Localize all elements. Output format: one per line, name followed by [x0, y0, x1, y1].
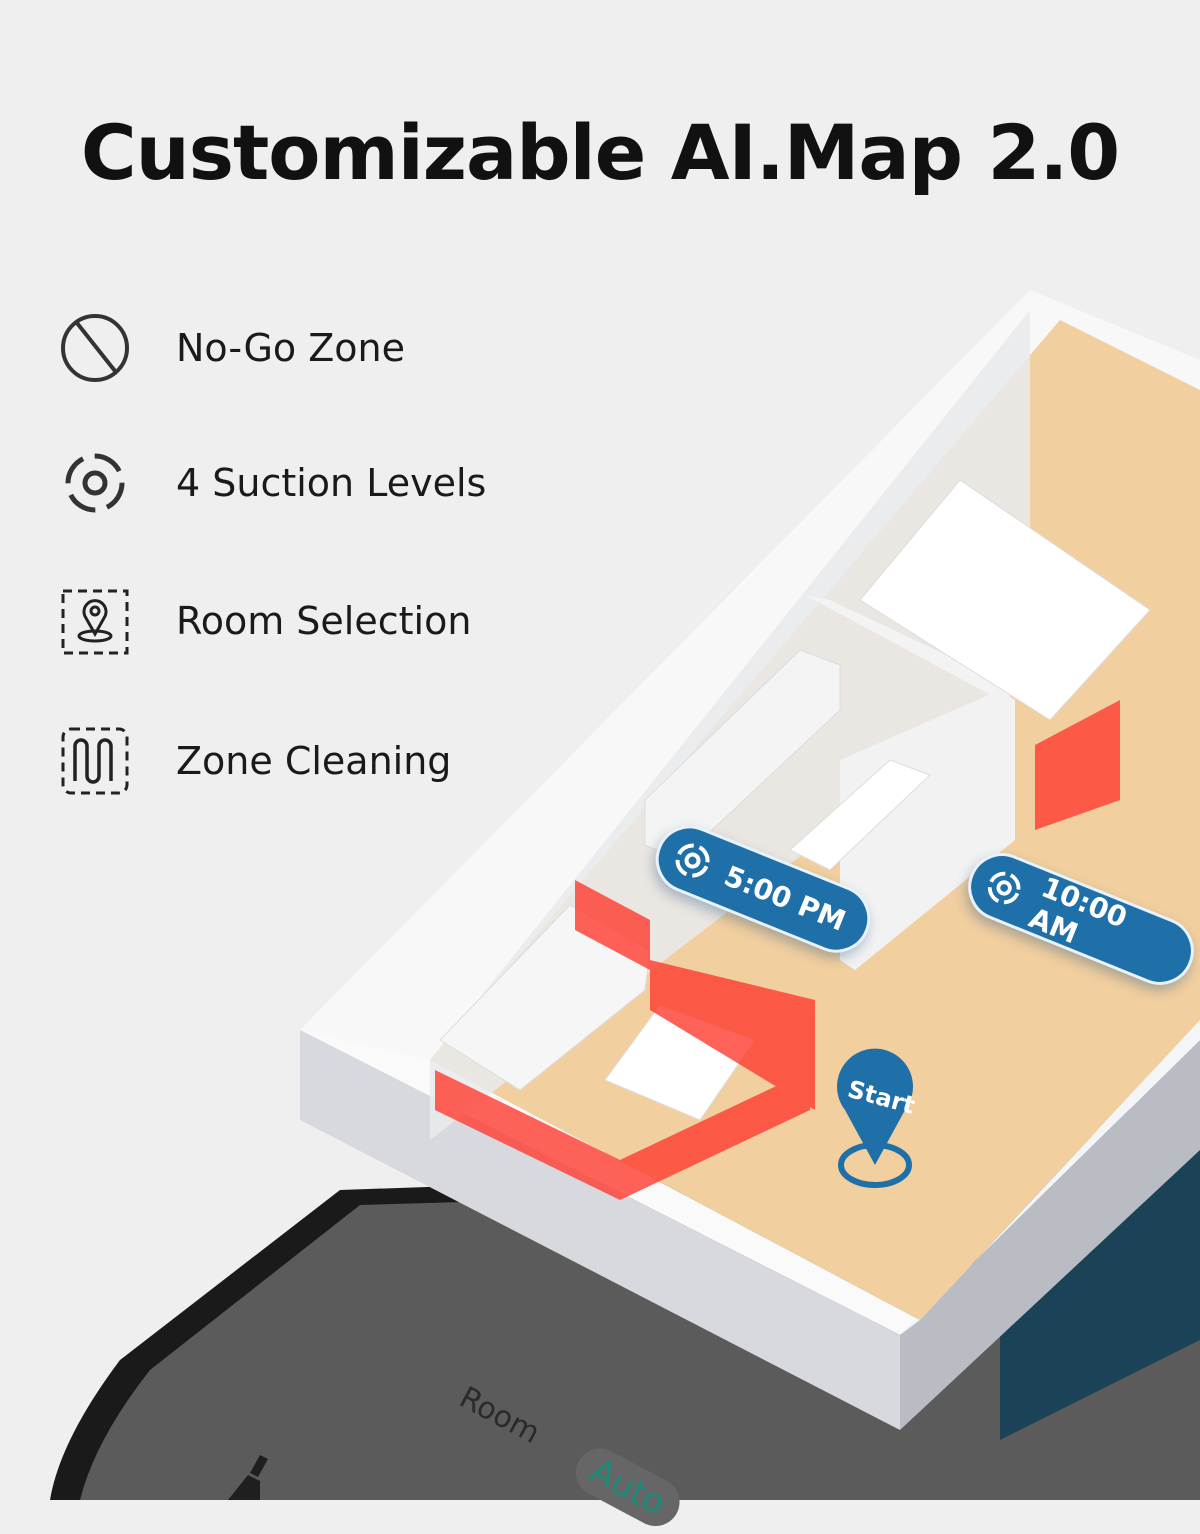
wall-front-face: [300, 1030, 900, 1430]
bedroom-wall: [805, 595, 1020, 700]
broom-icon[interactable]: [220, 1455, 270, 1500]
sofa: [439, 904, 651, 1091]
bed: [859, 479, 1151, 721]
vortex-icon: [987, 871, 1021, 905]
dining-table: [789, 759, 931, 871]
schedule-badge-5pm: 5:00 PM: [645, 815, 881, 963]
page-title: Customizable AI.Map 2.0: [80, 108, 1120, 197]
feature-label: 4 Suction Levels: [176, 461, 487, 505]
partition: [840, 690, 1015, 970]
feature-zone-cleaning: Zone Cleaning: [60, 726, 451, 796]
vortex-icon: [675, 843, 710, 878]
feature-no-go-zone: No-Go Zone: [60, 313, 405, 383]
room-location-pin-icon: [61, 589, 129, 655]
suction-vortex-icon: [65, 453, 125, 513]
feature-suction-levels: 4 Suction Levels: [60, 448, 486, 518]
feature-label: Zone Cleaning: [176, 739, 452, 783]
kitchen-counter: [644, 649, 841, 861]
no-go-circle-icon: [61, 314, 129, 382]
feature-room-selection: Room Selection: [60, 586, 471, 656]
wall-right-face: [900, 1040, 1200, 1430]
start-pin: [837, 1048, 914, 1188]
schedule-badge-10am: 10:00 AM: [957, 842, 1200, 996]
no-go-zone-bedroom-door: [1035, 700, 1120, 830]
feature-label: No-Go Zone: [176, 326, 406, 370]
zone-zigzag-icon: [61, 727, 129, 795]
floor-plan-illustration: [50, 320, 1200, 1500]
no-go-zone-living: [435, 880, 815, 1200]
feature-label: Room Selection: [176, 599, 472, 643]
